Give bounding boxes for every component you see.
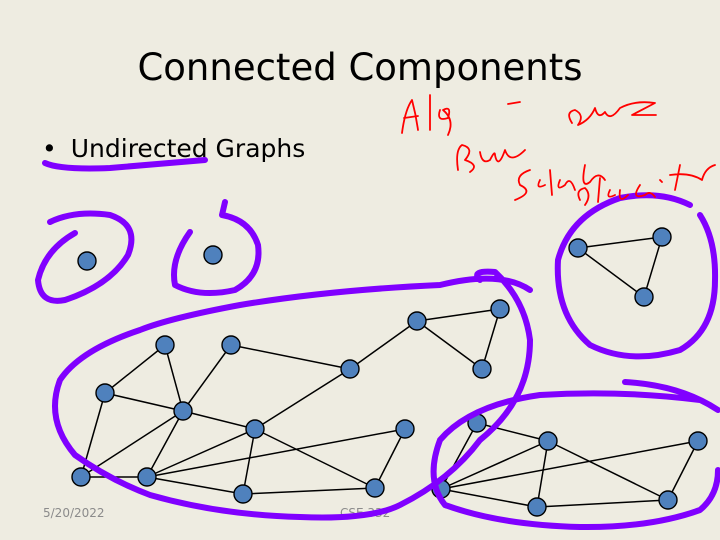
- circle-stroke: [554, 192, 719, 360]
- graph-node: [95, 383, 115, 403]
- circle-stroke: [35, 210, 135, 304]
- graph-node: [634, 287, 654, 307]
- graph-node: [221, 335, 241, 355]
- red-handwriting: [401, 94, 716, 206]
- footer-date: 5/20/2022: [43, 506, 105, 520]
- graph-node: [77, 251, 97, 271]
- graph-node: [340, 359, 360, 379]
- circle-stroke: [430, 379, 720, 531]
- bullet-text: Undirected Graphs: [70, 134, 306, 163]
- circle-stroke: [171, 199, 262, 297]
- graph-node: [365, 478, 385, 498]
- graph-node: [527, 497, 547, 517]
- graph-node: [688, 431, 708, 451]
- graph-node: [490, 299, 510, 319]
- graph-node: [173, 401, 193, 421]
- graph-node: [658, 490, 678, 510]
- graph-node: [652, 227, 672, 247]
- graph-node: [71, 467, 91, 487]
- graph-node: [538, 431, 558, 451]
- bullet-marker: •: [42, 134, 57, 163]
- graph-node: [233, 484, 253, 504]
- slide-title: Connected Components: [137, 46, 583, 89]
- underline-stroke: [42, 157, 208, 172]
- graph-node: [568, 238, 588, 258]
- circle-stroke: [52, 268, 533, 521]
- graph-node: [395, 419, 415, 439]
- graph-node: [203, 245, 223, 265]
- graph-node: [155, 335, 175, 355]
- graph-node: [472, 359, 492, 379]
- graph-node: [245, 419, 265, 439]
- graph-node: [137, 467, 157, 487]
- bullet-item: • Undirected Graphs: [42, 134, 305, 163]
- graph-nodes: [71, 227, 708, 517]
- graph-node: [407, 311, 427, 331]
